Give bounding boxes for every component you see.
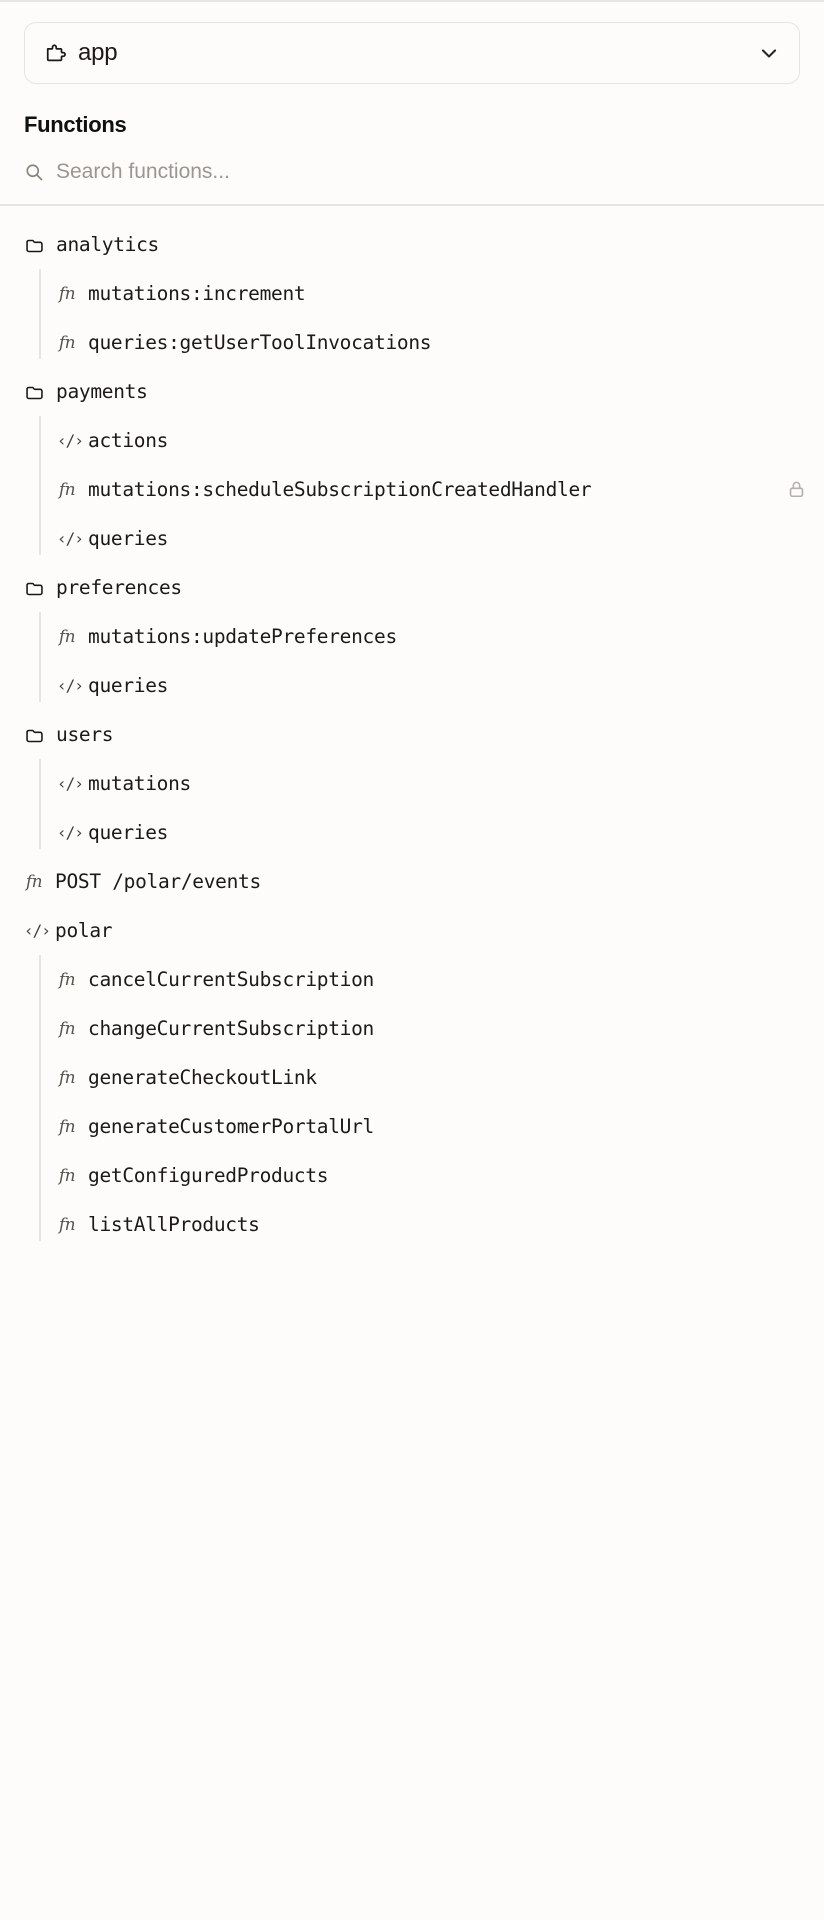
tree-item-label: cancelCurrentSubscription (88, 968, 375, 991)
search-row (0, 138, 824, 206)
tree-item-label: queries (88, 674, 169, 697)
app-selector-container: app (0, 2, 824, 84)
tree-function-row[interactable]: fn generateCheckoutLink (36, 1053, 824, 1102)
tree-function-row[interactable]: fn queries:getUserToolInvocations (36, 318, 824, 367)
folder-icon (24, 381, 45, 402)
tree-function-row[interactable]: fn listAllProducts (36, 1200, 824, 1249)
tree-item-label: changeCurrentSubscription (88, 1017, 375, 1040)
app-selector-value: app (78, 39, 118, 66)
code-icon: ‹/› (57, 823, 84, 842)
tree-item-label: generateCheckoutLink (88, 1066, 317, 1089)
tree-function-row[interactable]: fn POST /polar/events (0, 857, 824, 906)
tree-item-label: mutations:increment (88, 282, 306, 305)
folder-icon (24, 724, 45, 745)
tree-item-label: generateCustomerPortalUrl (88, 1115, 375, 1138)
tree-item-label: queries (88, 527, 169, 550)
tree-group: analytics fn mutations:increment fn queries:… (0, 220, 824, 367)
search-input[interactable] (56, 160, 800, 184)
tree-folder-row[interactable]: preferences (0, 563, 824, 612)
code-icon: ‹/› (57, 774, 84, 793)
fn-icon: fn (58, 283, 76, 304)
tree-item-label: mutations:updatePreferences (88, 625, 397, 648)
tree-function-row[interactable]: fn mutations:increment (36, 269, 824, 318)
fn-icon: fn (58, 1018, 76, 1039)
tree-item-label: actions (88, 429, 169, 452)
tree-group: users‹/›mutations‹/›queries (0, 710, 824, 857)
fn-icon: fn (58, 626, 76, 647)
fn-icon: fn (58, 1214, 76, 1235)
tree-module-row[interactable]: ‹/›polar (0, 906, 824, 955)
tree-function-row[interactable]: fn generateCustomerPortalUrl (36, 1102, 824, 1151)
tree-children: fn mutations:increment fn queries:getUserTo… (36, 269, 824, 367)
tree-item-label: users (56, 723, 114, 746)
tree-function-row[interactable]: fn cancelCurrentSubscription (36, 955, 824, 1004)
tree-item-label: listAllProducts (88, 1213, 260, 1236)
tree-folder-row[interactable]: users (0, 710, 824, 759)
code-icon: ‹/› (24, 921, 51, 940)
tree-item-label: payments (56, 380, 148, 403)
tree-item-label: polar (55, 919, 113, 942)
tree-children: ‹/›mutations‹/›queries (36, 759, 824, 857)
tree-function-row[interactable]: fn getConfiguredProducts (36, 1151, 824, 1200)
fn-icon: fn (58, 969, 76, 990)
tree-folder-row[interactable]: payments (0, 367, 824, 416)
code-icon: ‹/› (57, 676, 84, 695)
tree-function-row[interactable]: fn changeCurrentSubscription (36, 1004, 824, 1053)
functions-tree: analytics fn mutations:increment fn queries:… (0, 206, 824, 1920)
tree-item-label: queries:getUserToolInvocations (88, 331, 432, 354)
fn-icon: fn (58, 1067, 76, 1088)
folder-icon (24, 234, 45, 255)
app-selector[interactable]: app (24, 22, 800, 84)
tree-item-label: POST /polar/events (55, 870, 261, 893)
page-title: Functions (24, 112, 127, 137)
tree-module-row[interactable]: ‹/›actions (36, 416, 824, 465)
tree-item-label: analytics (56, 233, 159, 256)
chevron-down-icon[interactable] (757, 41, 781, 65)
fn-icon: fn (58, 1116, 76, 1137)
fn-icon: fn (58, 1165, 76, 1186)
tree-function-row[interactable]: fn mutations:scheduleSubscriptionCreatedH… (36, 465, 824, 514)
puzzle-piece-icon (45, 42, 67, 64)
tree-children: fn mutations:updatePreferences ‹/›queries (36, 612, 824, 710)
tree-item-label: getConfiguredProducts (88, 1164, 329, 1187)
fn-icon: fn (58, 479, 76, 500)
tree-item-label: mutations:scheduleSubscriptionCreatedHan… (88, 478, 592, 501)
tree-module-row[interactable]: ‹/›queries (36, 808, 824, 857)
fn-icon: fn (25, 871, 43, 892)
fn-icon: fn (58, 332, 76, 353)
tree-item-label: preferences (56, 576, 182, 599)
code-icon: ‹/› (57, 529, 84, 548)
tree-folder-row[interactable]: analytics (0, 220, 824, 269)
app-selector-left: app (45, 39, 757, 67)
tree-children: fn cancelCurrentSubscription fn changeCurre… (36, 955, 824, 1249)
tree-group: preferences fn mutations:updatePreferences… (0, 563, 824, 710)
folder-icon (24, 577, 45, 598)
tree-module-row[interactable]: ‹/›queries (36, 514, 824, 563)
tree-item-label: mutations (88, 772, 191, 795)
code-icon: ‹/› (57, 431, 84, 450)
search-icon (24, 162, 44, 182)
tree-module-row[interactable]: ‹/›mutations (36, 759, 824, 808)
tree-item-label: queries (88, 821, 169, 844)
lock-icon (787, 480, 806, 499)
tree-function-row[interactable]: fn mutations:updatePreferences (36, 612, 824, 661)
tree-module-row[interactable]: ‹/›queries (36, 661, 824, 710)
